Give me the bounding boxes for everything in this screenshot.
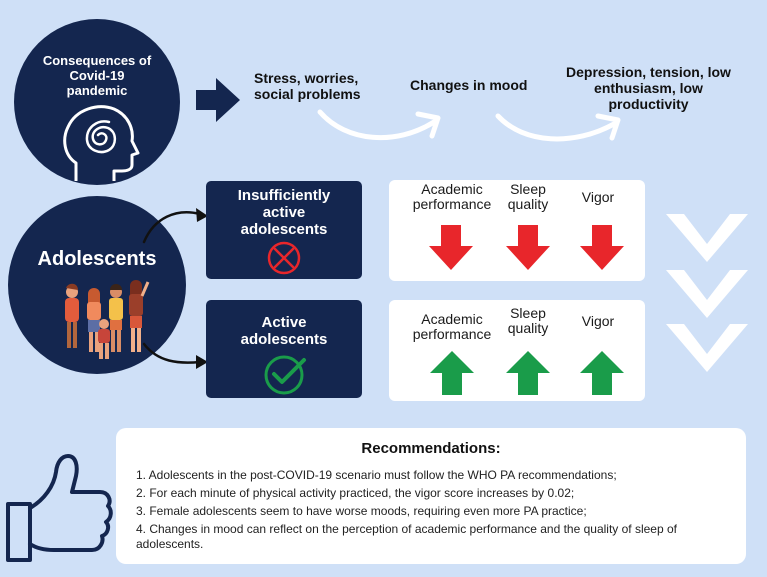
step-mood-text: Changes in mood: [410, 77, 528, 93]
metric-academic-performance: Academic performance: [412, 311, 492, 342]
down-arrow-icon: [506, 225, 550, 270]
up-arrow-icon: [506, 351, 550, 395]
active-box: Active adolescents: [206, 300, 362, 398]
recommendation-item: 3. Female adolescents seem to have worse…: [136, 504, 587, 518]
step-stress-text: Stress, worries, social problems: [254, 70, 361, 102]
head-spiral-icon: [63, 105, 140, 181]
covid-consequences-circle: Consequences of Covid-19 pandemic: [14, 19, 180, 185]
step-depression-text: Depression, tension, low enthusiasm, low…: [566, 64, 731, 112]
active-label: Active adolescents: [240, 314, 328, 348]
recommendations-list: 1. Adolescents in the post-COVID-19 scen…: [136, 468, 732, 552]
active-metrics-card: Academic performance Sleep quality Vigor: [389, 300, 645, 401]
recommendation-item: 4. Changes in mood can reflect on the pe…: [136, 522, 677, 551]
down-arrow-icon: [429, 225, 473, 270]
group-of-teens-illustration: [65, 280, 150, 359]
up-arrow-icon: [580, 351, 624, 395]
chevron-down-icon: [666, 324, 748, 372]
metric-vigor: Vigor: [581, 313, 615, 329]
adolescents-label: Adolescents: [37, 248, 157, 270]
curved-arrow-icon: [317, 109, 441, 141]
chevron-down-icon: [666, 214, 748, 262]
metric-vigor: Vigor: [581, 189, 615, 205]
x-circle-icon: [267, 241, 301, 275]
recommendations-panel: Recommendations: 1. Adolescents in the p…: [116, 428, 746, 564]
insufficient-metrics-card: Academic performance Sleep quality Vigor: [389, 180, 645, 281]
metric-sleep-quality: Sleep quality: [507, 305, 549, 336]
down-arrow-icon: [580, 225, 624, 270]
recommendation-item: 2. For each minute of physical activity …: [136, 486, 575, 500]
adolescents-circle: Adolescents: [8, 196, 186, 374]
metric-sleep-quality: Sleep quality: [507, 181, 549, 212]
recommendations-title: Recommendations:: [361, 440, 501, 457]
thumbs-up-icon: [6, 454, 113, 562]
chevron-down-icon: [666, 270, 748, 318]
insufficiently-active-box: Insufficiently active adolescents: [206, 181, 362, 279]
right-arrow-icon: [196, 78, 240, 122]
recommendation-item: 1. Adolescents in the post-COVID-19 scen…: [136, 468, 617, 482]
arrow-to-active-icon: [142, 342, 208, 369]
metric-academic-performance: Academic performance: [412, 181, 492, 212]
curved-arrow-icon: [495, 113, 621, 142]
up-arrow-icon: [430, 351, 474, 395]
insufficiently-active-label: Insufficiently active adolescents: [237, 187, 331, 238]
arrow-to-insufficient-icon: [142, 208, 208, 244]
check-circle-icon: [264, 355, 306, 395]
covid-consequences-title: Consequences of Covid-19 pandemic: [42, 53, 152, 98]
